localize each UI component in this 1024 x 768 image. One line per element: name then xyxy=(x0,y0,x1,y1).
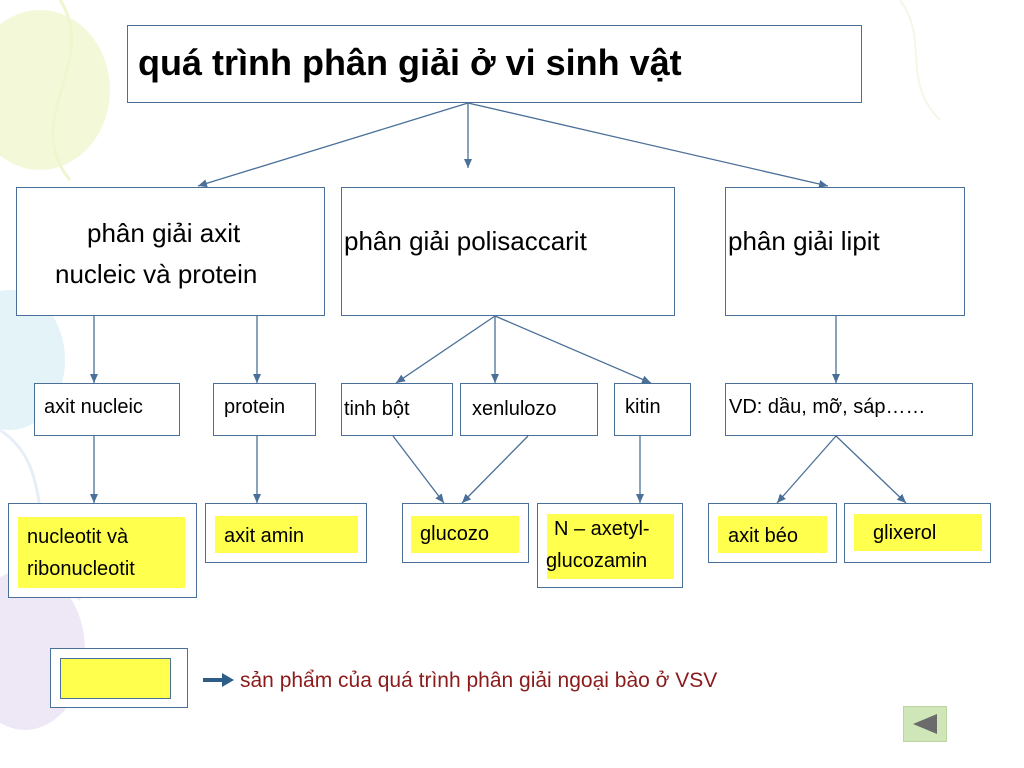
node-label: phân giải lipit xyxy=(728,226,880,256)
substrate-axit-nucleic: axit nucleic xyxy=(34,383,180,436)
substrate-label: xenlulozo xyxy=(472,398,557,420)
product-label: axit amin xyxy=(224,525,305,547)
substrate-label: axit nucleic xyxy=(44,396,143,418)
product-n-axetyl-glucozamin: N – axetyl- glucozamin xyxy=(537,503,683,588)
substrate-lipit-example: VD: dầu, mỡ, sáp…… xyxy=(725,383,973,436)
product-highlight xyxy=(215,516,358,553)
product-highlight xyxy=(547,514,674,579)
product-highlight xyxy=(411,516,519,553)
product-glixerol: glixerol xyxy=(844,503,991,563)
node-lipit: phân giải lipit xyxy=(725,187,965,316)
back-triangle-icon xyxy=(913,714,937,734)
substrate-label: tinh bột xyxy=(344,398,410,420)
substrate-kitin: kitin xyxy=(614,383,691,436)
node-nucleic-protein: phân giải axit nucleic và protein xyxy=(16,187,325,316)
product-axit-beo: axit béo xyxy=(708,503,837,563)
node-label-line2: nucleic và protein xyxy=(55,259,258,289)
product-highlight xyxy=(18,517,185,588)
product-highlight xyxy=(854,514,982,551)
product-label-line2: glucozamin xyxy=(546,550,648,572)
product-nucleotit: nucleotit và ribonucleotit xyxy=(8,503,197,598)
right-arrow-icon xyxy=(203,673,234,687)
node-label-line1: phân giải axit xyxy=(87,218,241,248)
product-highlight xyxy=(718,516,827,553)
substrate-label: protein xyxy=(224,396,286,418)
node-polisaccarit: phân giải polisaccarit xyxy=(341,187,675,316)
product-label-line1: N – axetyl- xyxy=(554,518,650,540)
product-label: axit béo xyxy=(728,525,799,547)
product-label: glixerol xyxy=(873,522,937,544)
product-label-line1: nucleotit và xyxy=(27,526,129,548)
substrate-protein: protein xyxy=(213,383,316,436)
product-label-line2: ribonucleotit xyxy=(27,558,135,580)
substrate-label: VD: dầu, mỡ, sáp…… xyxy=(729,396,926,418)
node-label: phân giải polisaccarit xyxy=(344,226,587,256)
title-box: quá trình phân giải ở vi sinh vật xyxy=(127,25,862,103)
legend-swatch xyxy=(60,658,171,699)
diagram-title: quá trình phân giải ở vi sinh vật xyxy=(138,42,682,83)
product-axit-amin: axit amin xyxy=(205,503,367,563)
substrate-tinh-bot: tinh bột xyxy=(341,383,453,436)
substrate-xenlulozo: xenlulozo xyxy=(460,383,598,436)
product-glucozo: glucozo xyxy=(402,503,529,563)
product-label: glucozo xyxy=(420,523,489,545)
substrate-label: kitin xyxy=(625,396,661,418)
legend-text: sản phẩm của quá trình phân giải ngoại b… xyxy=(240,669,718,692)
legend-swatch-box xyxy=(50,648,188,708)
back-nav-button[interactable] xyxy=(903,706,947,742)
